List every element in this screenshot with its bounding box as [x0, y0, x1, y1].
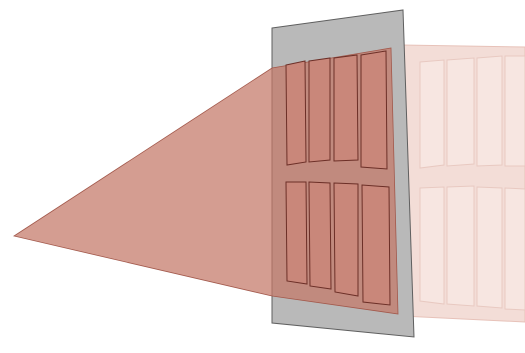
slit	[308, 181, 332, 290]
transmitted-slit	[419, 59, 445, 169]
transmitted-slit	[446, 185, 475, 307]
transmitted-beam	[401, 44, 525, 323]
slit	[285, 60, 307, 166]
transmitted-slit	[504, 187, 525, 311]
slit-array	[285, 50, 391, 306]
slit	[285, 181, 308, 285]
slit	[308, 57, 331, 163]
slit	[333, 182, 359, 297]
slit	[333, 54, 359, 162]
slit	[360, 50, 388, 170]
transmitted-slit	[446, 57, 475, 167]
slit	[361, 184, 391, 306]
transmitted-slit	[476, 55, 503, 167]
transmitted-slit	[504, 55, 525, 167]
transmitted-slit	[419, 186, 445, 305]
transmitted-slit	[476, 186, 503, 309]
